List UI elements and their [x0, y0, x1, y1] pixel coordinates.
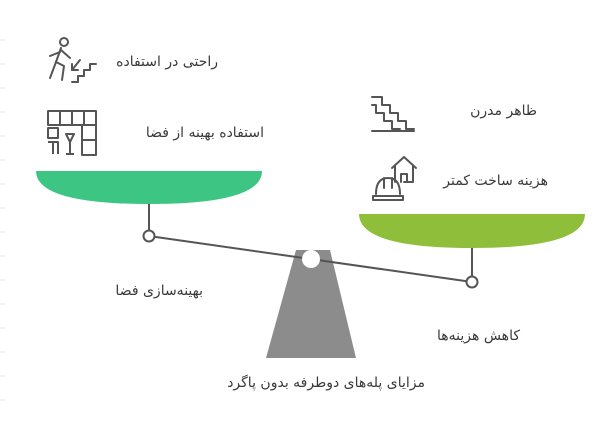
fulcrum-pin	[302, 250, 320, 268]
right-joint	[465, 275, 479, 289]
fulcrum	[266, 250, 356, 358]
left-group-label: بهینه‌سازی فضا	[115, 283, 203, 299]
left-edge-marks	[0, 39, 5, 401]
floor-plan-icon	[47, 110, 97, 156]
diagram-title: مزایای پله‌های دوطرفه بدون پاگرد	[227, 375, 425, 391]
item-lower-cost: هزینه ساخت کمتر	[443, 173, 548, 189]
item-ease-of-use: راحتی در استفاده	[116, 54, 218, 70]
item-space-efficiency: استفاده بهینه از فضا	[145, 125, 264, 141]
left-joint	[142, 229, 156, 243]
construction-house-icon	[372, 156, 417, 201]
item-modern-look: ظاهر مدرن	[470, 103, 537, 119]
person-climbing-stairs-icon	[49, 37, 97, 83]
left-pan	[36, 171, 262, 204]
right-group-label: کاهش هزینه‌ها	[437, 328, 520, 344]
right-pan	[359, 214, 585, 248]
stairs-icon	[371, 96, 415, 132]
